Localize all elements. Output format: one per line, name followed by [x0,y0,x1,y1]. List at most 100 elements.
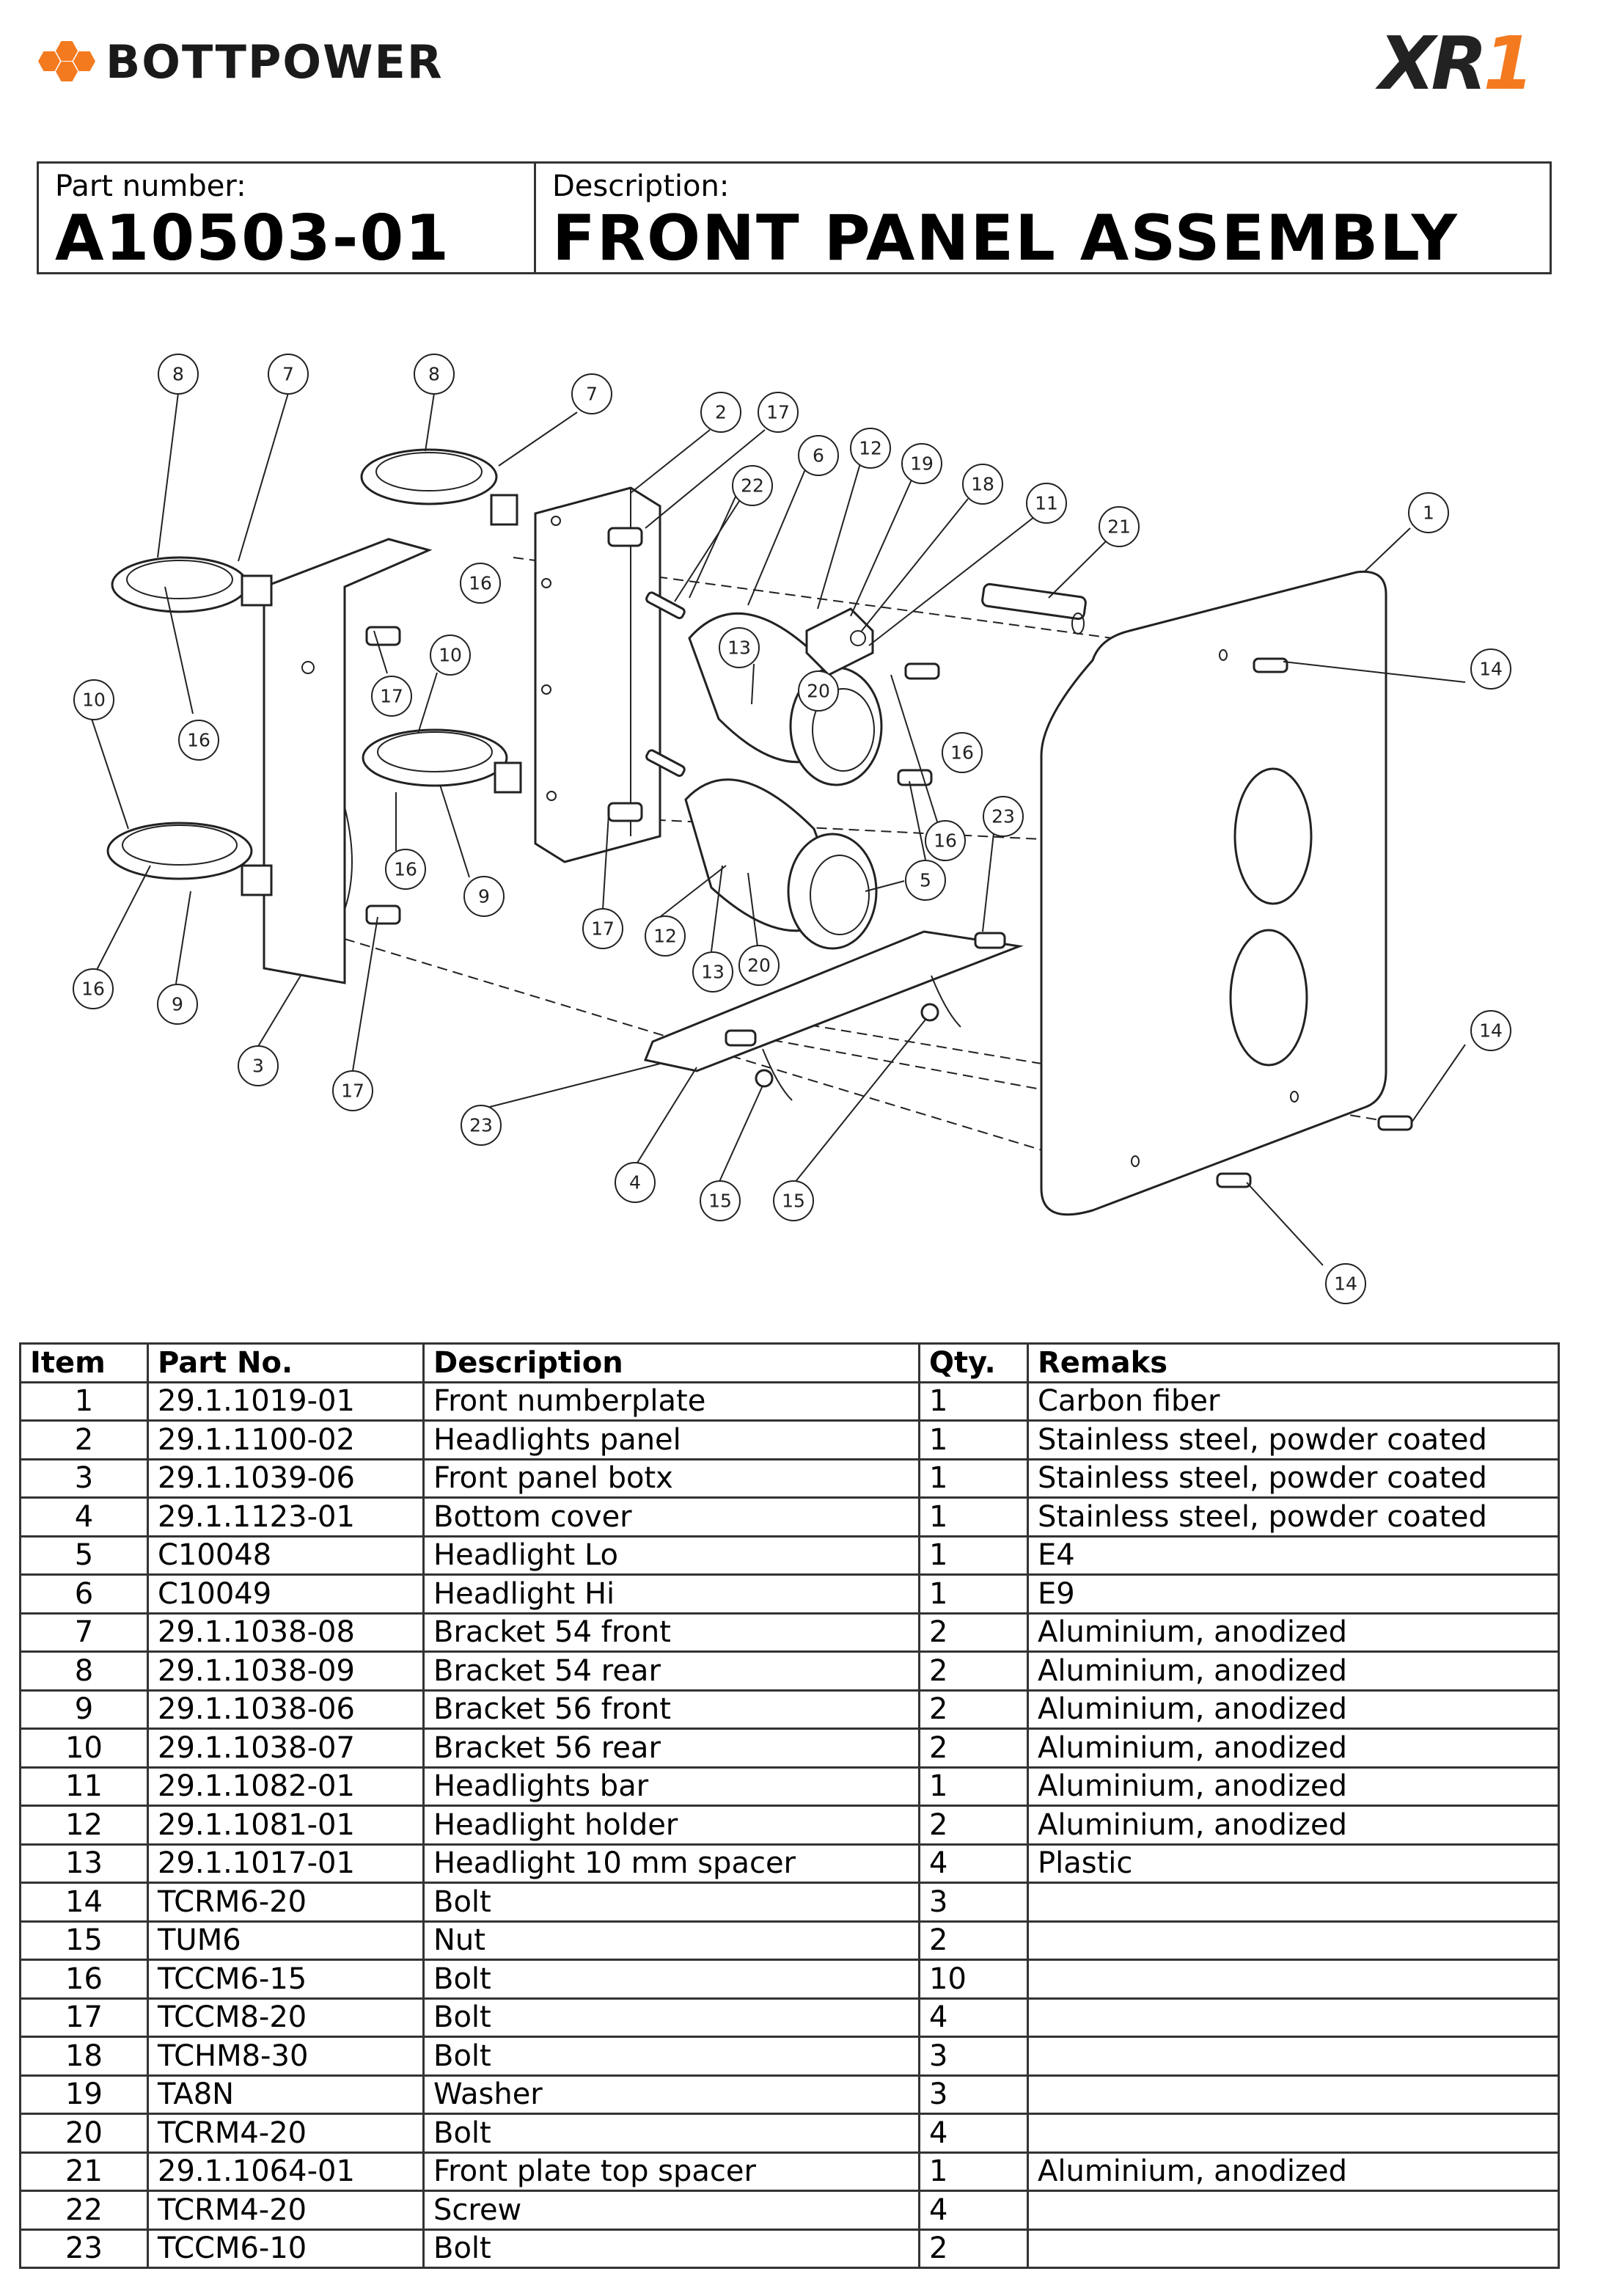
cell-remarks [1027,1920,1560,1961]
cell-remarks [1027,1997,1560,2038]
cell-remarks: Stainless steel, powder coated [1027,1496,1560,1538]
cell-description: Bolt [422,1997,920,2038]
cell-part-no: TCRM6-20 [147,1882,425,1923]
svg-text:7: 7 [586,384,598,405]
header-qty: Qty. [918,1342,1029,1383]
svg-text:16: 16 [934,830,957,852]
cell-description: Bolt [422,2036,920,2077]
svg-text:11: 11 [1035,493,1058,514]
cell-part-no: 29.1.1123-01 [147,1496,425,1538]
cell-qty: 1 [918,1766,1029,1807]
cell-remarks [1027,2190,1560,2231]
svg-text:4: 4 [629,1172,641,1193]
headlight-lo-part [684,778,878,950]
callout-19: 19 [901,443,942,484]
callout-9: 9 [157,984,198,1025]
svg-text:20: 20 [807,681,830,702]
cell-item: 20 [19,2113,149,2154]
svg-text:13: 13 [701,962,725,983]
svg-text:14: 14 [1334,1273,1357,1295]
svg-text:13: 13 [727,637,751,659]
cell-remarks: Aluminium, anodized [1027,1612,1560,1653]
cell-part-no: 29.1.1019-01 [147,1381,425,1422]
cell-description: Front numberplate [422,1381,920,1422]
cell-part-no: 29.1.1017-01 [147,1843,425,1884]
cell-item: 3 [19,1458,149,1499]
cell-qty: 10 [918,1959,1029,2000]
cell-item: 22 [19,2190,149,2231]
cell-remarks: E9 [1027,1573,1560,1615]
cell-part-no: TCCM6-15 [147,1959,425,2000]
cell-item: 18 [19,2036,149,2077]
svg-text:2: 2 [715,402,727,423]
cell-description: Headlight Lo [422,1535,920,1576]
cell-item: 11 [19,1766,149,1807]
svg-text:9: 9 [172,994,183,1015]
cell-qty: 4 [918,1997,1029,2038]
leader-lines [91,392,1466,1266]
callout-13: 13 [692,951,733,992]
cell-part-no: C10048 [147,1535,425,1576]
cell-description: Bracket 56 rear [422,1728,920,1769]
svg-text:7: 7 [282,364,294,385]
cell-remarks: Stainless steel, powder coated [1027,1419,1560,1460]
cell-description: Bolt [422,1882,920,1923]
cell-description: Headlight Hi [422,1573,920,1615]
svg-text:21: 21 [1107,516,1131,538]
cell-part-no: 29.1.1064-01 [147,2151,425,2192]
svg-text:16: 16 [187,730,210,751]
cell-remarks [1027,2228,1560,2269]
callout-16: 16 [925,820,966,861]
exploded-view-drawing: 8 7 8 7 2 17 6 12 19 18 11 21 1 22 16 13… [0,323,1606,1320]
callout-20: 20 [738,945,780,986]
cell-remarks [1027,1882,1560,1923]
cell-remarks: Aluminium, anodized [1027,1805,1560,1846]
bracket-54-rear-right [360,448,518,526]
cell-item: 21 [19,2151,149,2192]
svg-text:17: 17 [341,1081,364,1102]
front-plate-top-spacer-part [981,582,1087,635]
cell-qty: 2 [918,1612,1029,1653]
part-number-cell: Part number: A10503-01 [39,164,536,272]
callout-12: 12 [645,915,686,957]
callout-10: 10 [73,679,114,720]
cell-qty: 3 [918,2036,1029,2077]
svg-text:6: 6 [813,445,824,467]
cell-part-no: TA8N [147,2074,425,2115]
svg-text:10: 10 [439,645,462,666]
header-part-no: Part No. [147,1342,425,1383]
svg-text:16: 16 [950,742,974,764]
cell-item: 19 [19,2074,149,2115]
callout-1: 1 [1408,492,1449,533]
callout-23: 23 [461,1105,502,1146]
front-panel-botx-part [263,538,433,984]
svg-text:22: 22 [741,475,764,497]
svg-text:12: 12 [859,438,882,459]
cell-description: Front panel botx [422,1458,920,1499]
cell-part-no: C10049 [147,1573,425,1615]
cell-item: 5 [19,1535,149,1576]
cell-description: Front plate top spacer [422,2151,920,2192]
headlights-panel-part [534,486,661,863]
bracket-56-rear-left [106,822,273,896]
cell-remarks: Aluminium, anodized [1027,2151,1560,2192]
callout-12: 12 [850,428,891,469]
callout-17: 17 [332,1070,373,1111]
svg-text:15: 15 [708,1191,732,1212]
cell-part-no: 29.1.1038-07 [147,1728,425,1769]
header-remarks: Remaks [1027,1342,1560,1383]
svg-text:14: 14 [1479,1020,1503,1042]
cell-item: 1 [19,1381,149,1422]
cell-item: 7 [19,1612,149,1653]
cell-qty: 1 [918,1381,1029,1422]
